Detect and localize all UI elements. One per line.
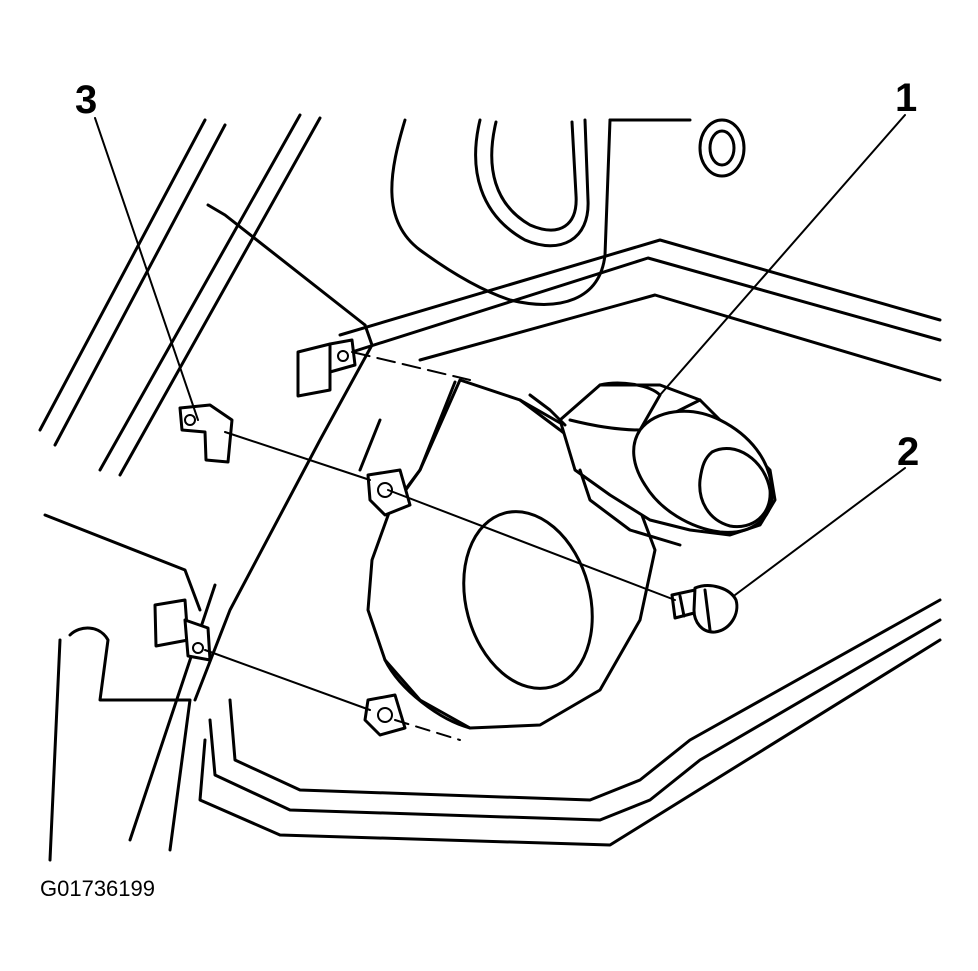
clip-upper (296, 338, 357, 398)
body-panel-left (38, 113, 374, 862)
housing-tray (198, 238, 942, 847)
alignment-lines (204, 351, 676, 741)
callout-leaders (94, 114, 906, 596)
blower-motor (363, 378, 777, 737)
bolt-fastener (670, 584, 739, 634)
callout-label-1: 1 (895, 76, 918, 120)
callout-label-2: 2 (897, 430, 920, 474)
clip-middle (178, 403, 234, 464)
clip-lower (153, 598, 212, 662)
housing-upper (390, 118, 746, 306)
callout-label-3: 3 (75, 78, 98, 122)
grommet-icon (698, 118, 746, 178)
figure-id-label: G01736199 (40, 876, 155, 901)
